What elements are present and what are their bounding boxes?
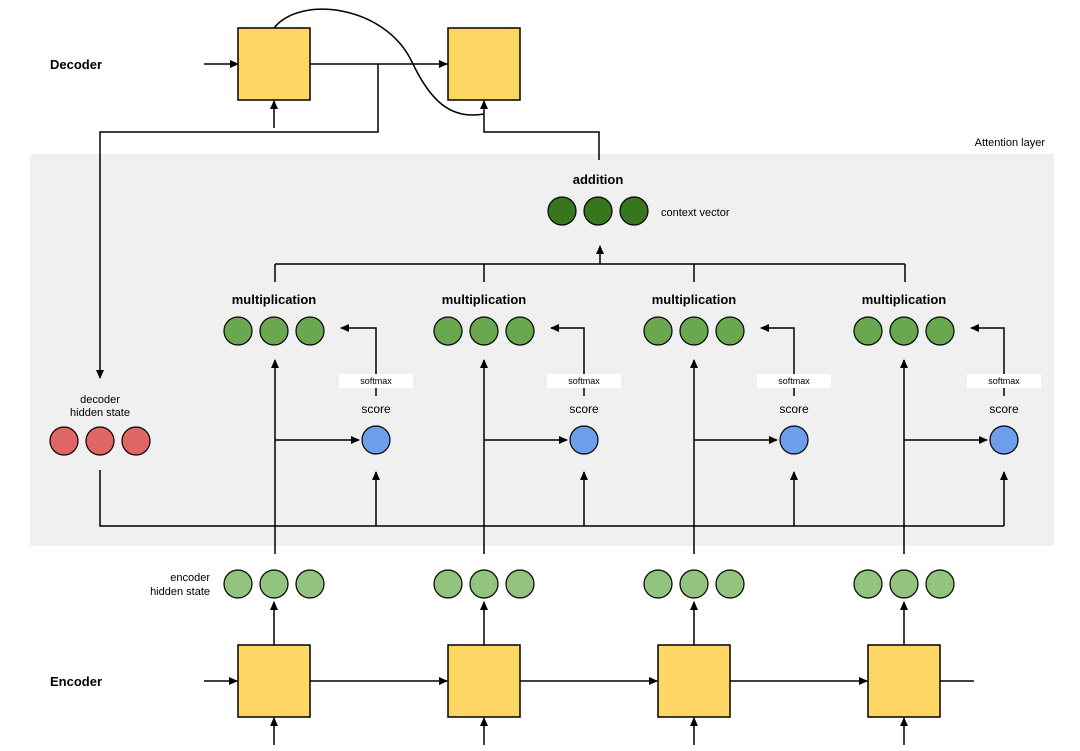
score-node: [569, 425, 599, 455]
decoder-hidden-node: [85, 426, 115, 456]
encoder-hidden-node: [643, 569, 673, 599]
encoder-hidden-node: [295, 569, 325, 599]
weighted-vector-node: [469, 316, 499, 346]
weighted-vector-node: [925, 316, 955, 346]
multiplication-label: multiplication: [652, 292, 737, 307]
encoder-hidden-node: [223, 569, 253, 599]
softmax-to-multiplication-arrow: [550, 324, 585, 374]
attention-column-1: multiplication softmax score: [223, 292, 413, 554]
attention-column-4: multiplication softmax score: [853, 292, 1041, 554]
softmax-label: softmax: [568, 376, 600, 386]
score-node: [361, 425, 391, 455]
weighted-vector-node: [223, 316, 253, 346]
score-label: score: [989, 402, 1019, 416]
decoder-curve-connector: [273, 8, 485, 116]
addition-label: addition: [573, 172, 624, 187]
softmax-label: softmax: [360, 376, 392, 386]
score-label: score: [569, 402, 599, 416]
context-vector-node: [583, 196, 613, 226]
score-label: score: [779, 402, 809, 416]
encoder-hidden-node: [889, 569, 919, 599]
encoder-hidden-state-label: encoder: [170, 572, 210, 584]
softmax-box: [339, 374, 413, 388]
softmax-to-multiplication-arrow: [760, 324, 795, 374]
multiplication-label: multiplication: [442, 292, 527, 307]
context-vector-node: [619, 196, 649, 226]
encoder-hidden-node: [679, 569, 709, 599]
softmax-box: [547, 374, 621, 388]
attention-column-2: multiplication softmax score: [433, 292, 621, 554]
weighted-vector-node: [853, 316, 883, 346]
score-label: score: [361, 402, 391, 416]
encoder-hidden-node: [469, 569, 499, 599]
encoder-hidden-state-label: hidden state: [150, 586, 210, 598]
weighted-vector-node: [295, 316, 325, 346]
encoder-hidden-node: [259, 569, 289, 599]
encoder-label: Encoder: [50, 674, 102, 689]
attention-layer-panel: [30, 154, 1054, 546]
softmax-box: [757, 374, 831, 388]
encoder-hidden-node: [505, 569, 535, 599]
decoder-hidden-node: [121, 426, 151, 456]
weighted-vector-node: [715, 316, 745, 346]
decoder-cell-1: [237, 27, 311, 101]
attention-layer-label: Attention layer: [975, 137, 1046, 149]
encoder-cell-4: [867, 644, 941, 718]
decoder-label: Decoder: [50, 57, 102, 72]
context-vector-label: context vector: [661, 207, 730, 219]
weighted-vector-node: [433, 316, 463, 346]
weighted-vector-node: [505, 316, 535, 346]
weighted-vector-node: [643, 316, 673, 346]
decoder-state-to-attention-line: [96, 64, 379, 379]
encoder-hidden-node: [433, 569, 463, 599]
weighted-vector-node: [889, 316, 919, 346]
encoder-hidden-node: [925, 569, 955, 599]
decoder-hidden-node: [49, 426, 79, 456]
encoder-cell-3: [657, 644, 731, 718]
softmax-to-multiplication-arrow: [970, 324, 1005, 374]
encoder-cell-2: [447, 644, 521, 718]
decoder-cell-2: [447, 27, 521, 101]
attention-column-3: multiplication softmax score: [643, 292, 831, 554]
context-to-decoder-line: [480, 100, 600, 160]
encoder-hidden-node: [853, 569, 883, 599]
multiplication-label: multiplication: [232, 292, 317, 307]
softmax-label: softmax: [988, 376, 1020, 386]
weighted-vector-node: [679, 316, 709, 346]
weighted-vector-node: [259, 316, 289, 346]
softmax-label: softmax: [778, 376, 810, 386]
score-node: [779, 425, 809, 455]
score-node: [989, 425, 1019, 455]
softmax-box: [967, 374, 1041, 388]
context-vector-node: [547, 196, 577, 226]
multiplication-label: multiplication: [862, 292, 947, 307]
encoder-cell-1: [237, 644, 311, 718]
decoder-state-bus: [99, 470, 1004, 527]
encoder-hidden-node: [715, 569, 745, 599]
decoder-hidden-state-label: decoder: [80, 394, 120, 406]
softmax-to-multiplication-arrow: [340, 324, 377, 374]
decoder-hidden-state-label: hidden state: [70, 407, 130, 419]
